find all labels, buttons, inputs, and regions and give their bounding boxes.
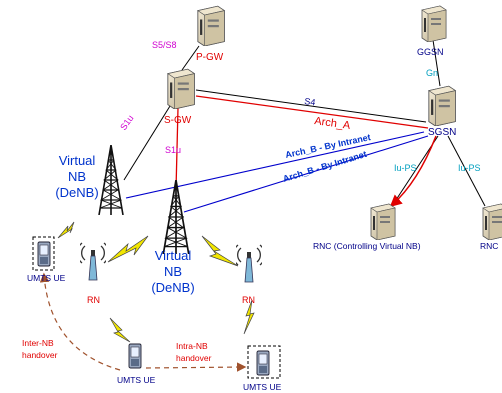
lightning-rn-bottom-icon (109, 317, 131, 343)
ue-right-phone-icon (256, 350, 270, 376)
ue-bottom-phone-icon (128, 343, 142, 369)
vnb-center-label: Virtual NB (DeNB) (151, 248, 194, 295)
ggsn-server-icon (421, 5, 447, 42)
sgw-server-icon (167, 68, 195, 109)
intra-nb-handover-label: Intra-NB handover (176, 341, 212, 363)
pgw-server-icon (197, 5, 225, 46)
ue-left-phone-icon (37, 241, 51, 267)
pgw-sgw-link (181, 45, 200, 71)
node-label-rn-right: RN (242, 295, 255, 305)
intra-nb-handover-label-line1: Intra-NB (176, 341, 208, 351)
rn-right-icon (236, 244, 262, 283)
lightning-ue-left-icon (57, 221, 75, 239)
s1u-left-link (123, 105, 171, 181)
node-label-rnc-controlling: RNC (Controlling Virtual NB) (313, 241, 421, 251)
rnc-controlling-server-icon (370, 203, 396, 240)
node-label-sgsn: SGSN (428, 127, 456, 138)
ue-right-dashed-box (247, 345, 281, 379)
link-label-iups-left: Iu-PS (394, 163, 417, 173)
arch-b-upper-link (125, 131, 425, 199)
inter-nb-handover-arrow (39, 272, 121, 371)
rn-left-icon (80, 242, 106, 281)
vnb-left-tower-icon (98, 145, 124, 215)
intra-nb-handover-label-line2: handover (176, 353, 212, 363)
s4-link (195, 89, 427, 123)
node-label-ggsn: GGSN (417, 47, 444, 57)
sgsn-to-rnc-red-arrow (389, 135, 437, 207)
link-label-s4: S4 (304, 96, 316, 107)
node-label-ue-bottom: UMTS UE (117, 375, 156, 385)
vnb-left-label-line3: (DeNB) (55, 185, 98, 200)
node-label-ue-left: UMTS UE (27, 273, 66, 283)
node-label-sgw: S-GW (164, 115, 192, 126)
vnb-center-label-line2: NB (164, 264, 182, 279)
intra-nb-handover-arrow (145, 362, 247, 372)
iups-right-link (447, 135, 486, 207)
node-label-pgw: P-GW (196, 52, 224, 63)
lightning-rn-right-bottom-icon (243, 299, 255, 335)
inter-nb-handover-label-line1: Inter-NB (22, 338, 54, 348)
arch-b-lower-link (183, 135, 429, 213)
node-label-ue-right: UMTS UE (243, 382, 282, 392)
vnb-center-tower-icon (162, 180, 190, 254)
ue-left-dashed-box (32, 236, 55, 271)
sgsn-server-icon (428, 85, 456, 126)
link-label-s1u-center: S1u (165, 145, 181, 155)
arch-a-link (195, 95, 429, 129)
vnb-left-label-line1: Virtual (59, 153, 96, 168)
lightning-right-icon (201, 235, 239, 267)
vnb-left-label: Virtual NB (DeNB) (55, 153, 98, 200)
node-label-rnc-right: RNC (480, 241, 498, 251)
inter-nb-handover-label-line2: handover (22, 350, 58, 360)
link-label-iups-right: Iu-PS (458, 163, 481, 173)
lightning-icons (57, 221, 255, 343)
rnc-right-server-icon (482, 203, 502, 240)
link-label-s5s8: S5/S8 (152, 40, 177, 50)
ggsn-sgsn-link (432, 39, 441, 87)
vnb-left-label-line2: NB (68, 169, 86, 184)
node-label-rn-left: RN (87, 295, 100, 305)
s1u-center-link (175, 107, 179, 191)
vnb-center-label-line3: (DeNB) (151, 280, 194, 295)
link-label-arch-a: Arch_A (314, 115, 352, 132)
link-label-gn: Gn (426, 68, 438, 78)
link-label-s1u-left: S1u (118, 113, 135, 132)
lightning-left-icon (107, 235, 149, 263)
vnb-center-label-line1: Virtual (155, 248, 192, 263)
inter-nb-handover-label: Inter-NB handover (22, 338, 58, 360)
